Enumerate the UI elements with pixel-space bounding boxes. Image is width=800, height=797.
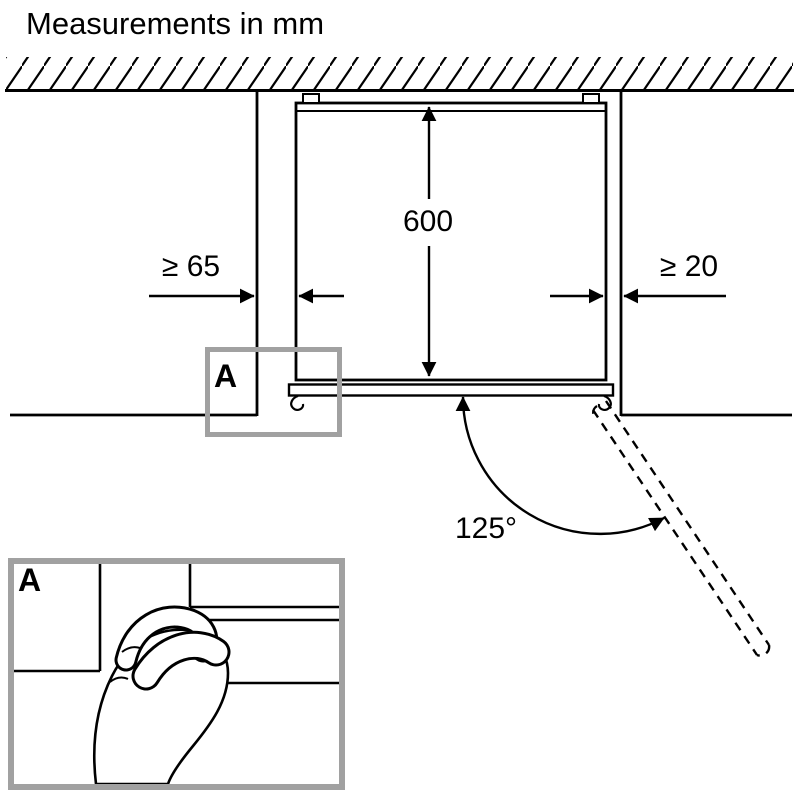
door-angle-label: 125°: [454, 512, 518, 545]
door-hinge-curl-left: [290, 394, 305, 411]
open-door-dashed: [591, 400, 771, 657]
callout-a-label: A: [214, 358, 238, 394]
wall-hatching: [5, 57, 794, 92]
detail-view-a: [8, 558, 345, 790]
detail-door-edges: [14, 564, 339, 685]
appliance-outline: [294, 93, 608, 382]
left-wall: [10, 91, 259, 417]
wall-spacer-right: [582, 93, 600, 104]
detail-box-border: [8, 558, 345, 790]
right-clearance-label: ≥ 20: [659, 250, 719, 283]
hand-knuckle-line: [121, 646, 141, 653]
page-title: Measurements in mm: [26, 6, 325, 41]
wall-spacer-left: [302, 93, 320, 104]
hand-illustration: [93, 605, 231, 786]
hand-knuckle-line: [109, 676, 129, 683]
door-hinge-curl-right: [597, 394, 612, 411]
door-swing-arc: [455, 396, 665, 536]
left-clearance-label: ≥ 65: [161, 250, 221, 283]
callout-box-a: [205, 347, 342, 437]
depth-dimension-label: 600: [402, 205, 454, 238]
detail-a-label: A: [18, 562, 42, 598]
